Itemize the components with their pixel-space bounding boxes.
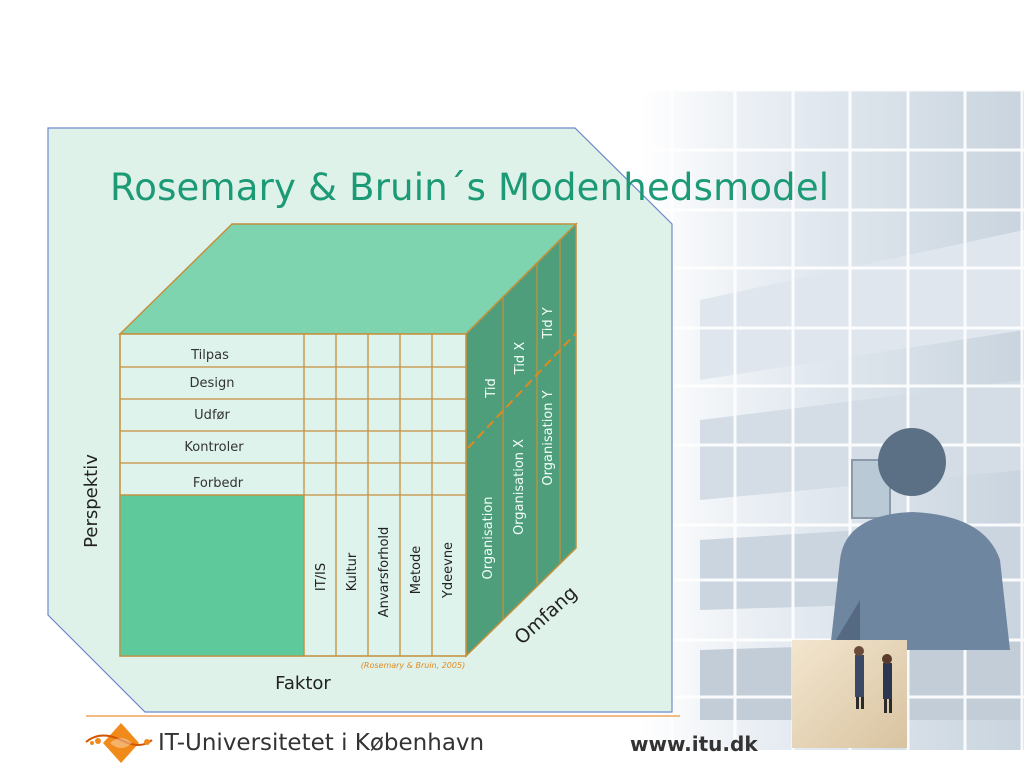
footer-url[interactable]: www.itu.dk bbox=[630, 732, 758, 756]
slide-title: Rosemary & Bruin´s Modenhedsmodel bbox=[110, 166, 830, 209]
row-label: Tilpas bbox=[190, 348, 229, 363]
factor-label: Kultur bbox=[345, 552, 360, 591]
row-label: Forbedr bbox=[193, 476, 244, 491]
person-photo bbox=[830, 428, 1010, 650]
factor-labels: IT/IS Kultur Anvarsforhold Metode Ydeevn… bbox=[314, 527, 456, 618]
perspective-axis-label: Perspektiv bbox=[81, 454, 102, 548]
side-bottom-label: Organisation X bbox=[512, 439, 527, 535]
side-bottom-label: Organisation Y bbox=[541, 390, 556, 485]
background-photo bbox=[640, 88, 1024, 750]
factor-axis-label: Faktor bbox=[275, 673, 331, 694]
factor-label: IT/IS bbox=[314, 563, 329, 591]
side-top-label: Tid X bbox=[513, 342, 528, 376]
factor-label: Metode bbox=[409, 546, 424, 595]
citation-text: (Rosemary & Bruin, 2005) bbox=[361, 661, 465, 670]
row-label: Kontroler bbox=[184, 440, 244, 455]
row-label: Design bbox=[190, 376, 235, 391]
meeting-photo bbox=[792, 640, 907, 748]
side-labels: Tid Tid X Tid Y Organisation Organisatio… bbox=[481, 307, 556, 579]
time-org-divider bbox=[467, 332, 577, 449]
row-label: Udfør bbox=[194, 408, 230, 423]
cube-side-dividers bbox=[502, 240, 561, 620]
footer-org-name: IT-Universitetet i København bbox=[158, 730, 485, 756]
side-top-label: Tid Y bbox=[541, 307, 556, 340]
side-bottom-label: Organisation bbox=[481, 496, 496, 579]
itu-logo-icon bbox=[85, 723, 153, 763]
side-top-label: Tid bbox=[484, 378, 499, 398]
front-solid-block bbox=[119, 494, 305, 657]
factor-label: Ydeevne bbox=[441, 542, 456, 599]
front-grid bbox=[120, 334, 466, 656]
row-labels: Tilpas Design Udfør Kontroler Forbedr bbox=[184, 348, 244, 491]
factor-label: Anvarsforhold bbox=[377, 527, 392, 618]
